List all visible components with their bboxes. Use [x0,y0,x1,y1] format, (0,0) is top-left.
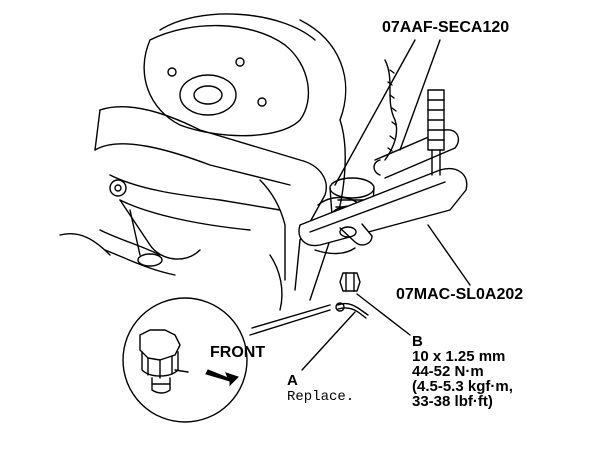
callout-a-letter: A [287,372,298,389]
cotter-pin-drawing [335,302,369,319]
ball-joint-remover-drawing [298,59,468,247]
callout-b-line: 33-38 lbf·ft) [412,393,493,410]
knuckle-drawing [59,106,356,311]
callout-b-line: (4.5-5.3 kgf·m, [412,378,513,395]
tool-label-upper: 07AAF-SECA120 [382,19,510,36]
front-arrow-icon [205,369,239,387]
leader-lines [249,39,471,371]
callout-a-note: Replace. [287,389,355,405]
front-direction-label: FRONT [210,344,266,361]
callout-b-spec: B 10 x 1.25 mm 44-52 N·m (4.5-5.3 kgf·m,… [412,334,513,409]
callout-b-line: 44-52 N·m [412,363,484,380]
castle-nut-drawing [339,272,361,292]
callout-b-line: 10 x 1.25 mm [412,348,506,365]
tool-label-lower: 07MAC-SL0A202 [396,286,524,303]
detail-inset [122,297,248,423]
callout-b-letter: B [412,333,423,350]
brake-disc-drawing [143,13,347,137]
